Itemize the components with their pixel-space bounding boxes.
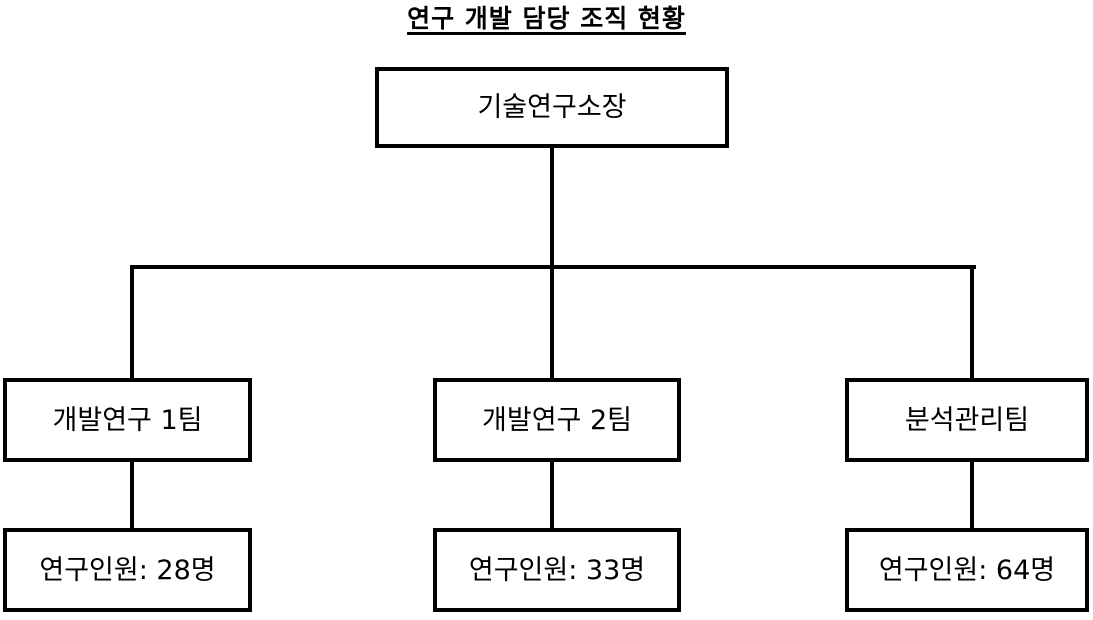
- connector-team-2-to-headcount: [550, 458, 554, 532]
- node-headcount-team-1-label: 연구인원: 28명: [39, 554, 216, 586]
- connector-root-stem: [550, 144, 554, 271]
- node-team-1: 개발연구 1팀: [3, 378, 252, 462]
- node-headcount-team-1: 연구인원: 28명: [3, 528, 252, 612]
- node-team-2: 개발연구 2팀: [433, 378, 681, 462]
- connector-drop-team-1: [130, 265, 134, 382]
- node-root-director: 기술연구소장: [375, 67, 729, 148]
- node-headcount-team-2: 연구인원: 33명: [433, 528, 681, 612]
- connector-team-1-to-headcount: [130, 458, 134, 532]
- connector-team-3-to-headcount: [970, 458, 974, 532]
- node-team-3: 분석관리팀: [845, 378, 1089, 462]
- node-root-label: 기술연구소장: [477, 92, 627, 123]
- connector-drop-team-2: [550, 265, 554, 382]
- node-team-3-label: 분석관리팀: [904, 404, 1030, 436]
- page-title: 연구 개발 담당 조직 현황: [407, 4, 686, 33]
- node-headcount-team-3: 연구인원: 64명: [845, 528, 1089, 612]
- connector-drop-team-3: [970, 265, 974, 382]
- node-team-1-label: 개발연구 1팀: [52, 404, 203, 436]
- node-team-2-label: 개발연구 2팀: [482, 404, 632, 436]
- node-headcount-team-3-label: 연구인원: 64명: [878, 554, 1056, 586]
- node-headcount-team-2-label: 연구인원: 33명: [468, 554, 646, 586]
